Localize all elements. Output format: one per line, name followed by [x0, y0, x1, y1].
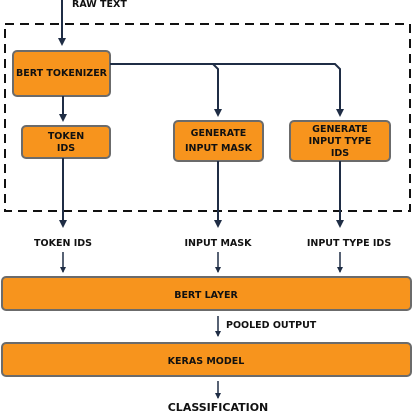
generate-input-mask-line2: INPUT MASK — [185, 143, 253, 154]
generate-input-mask-line1: GENERATE — [191, 128, 247, 139]
preprocessing-region — [4, 23, 411, 212]
tokenizer-to-input-mask-arrow — [110, 63, 222, 117]
classification-label: CLASSIFICATION — [168, 401, 269, 413]
generate-input-type-line1: GENERATE — [312, 124, 368, 135]
generate-input-type-line3: IDS — [331, 148, 349, 159]
token-ids-box-line2: IDS — [57, 143, 75, 154]
input-mask-output-label: INPUT MASK — [185, 238, 253, 249]
keras-model-label: KERAS MODEL — [168, 356, 245, 367]
token-ids-output-label: TOKEN IDS — [34, 238, 92, 249]
generate-input-type-line2: INPUT TYPE — [309, 136, 372, 147]
tokenizer-to-input-type-arrow — [213, 63, 344, 117]
input-type-ids-output-label: INPUT TYPE IDS — [307, 238, 391, 249]
bert-tokenizer-box — [12, 50, 111, 97]
keras-model-box — [1, 342, 412, 377]
bert-layer-label: BERT LAYER — [174, 290, 238, 301]
pooled-output-label: POOLED OUTPUT — [226, 320, 317, 331]
bert-tokenizer-label: BERT TOKENIZER — [16, 68, 108, 79]
token-ids-box-line1: TOKEN — [48, 131, 84, 142]
generate-input-mask-box — [173, 120, 264, 162]
token-ids-box — [21, 125, 111, 159]
bert-layer-box — [1, 276, 412, 311]
raw-text-label: RAW TEXT — [72, 0, 127, 10]
